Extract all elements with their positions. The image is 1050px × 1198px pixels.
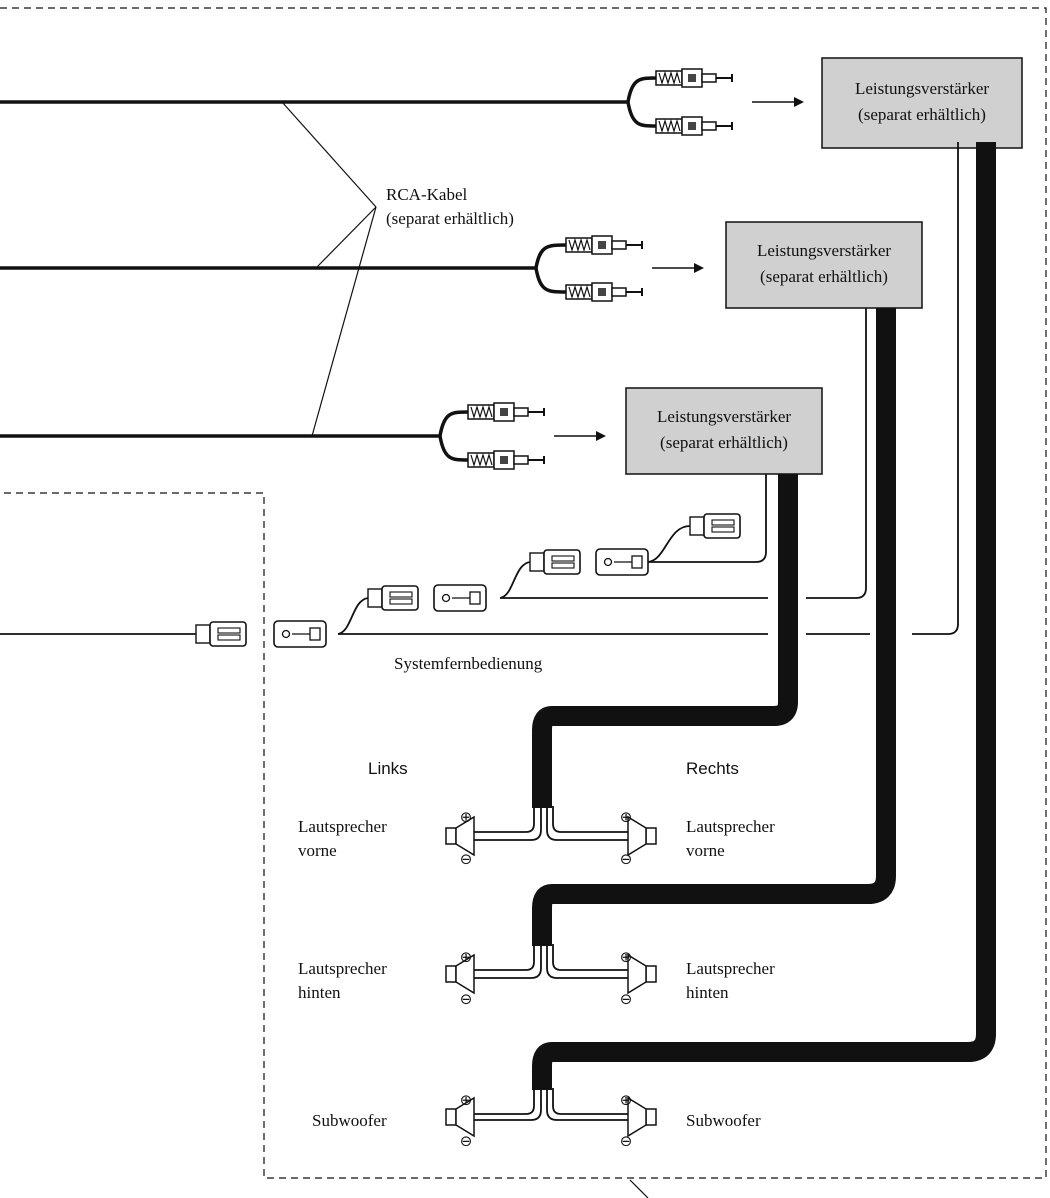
amplifier-sublabel: (separat erhältlich) [660, 433, 788, 452]
system-remote-label: Systemfernbedienung [394, 654, 543, 673]
amplifier-label: Leistungsverstärker [757, 241, 891, 260]
amplifier-sublabel: (separat erhältlich) [858, 105, 986, 124]
arrow-icon [553, 430, 607, 442]
plus-icon: ⊕ [620, 948, 633, 966]
plus-icon: ⊕ [620, 1091, 633, 1109]
left-side-label: Links [368, 759, 408, 778]
subwoofer-right-label: Subwoofer [686, 1111, 761, 1130]
right-side-label: Rechts [686, 759, 739, 778]
connector-icon [595, 548, 649, 576]
subwoofer-wires [456, 1088, 646, 1121]
rca-cables [0, 76, 657, 462]
dashed-frame [0, 7, 1047, 1179]
rear-speaker-wires [456, 944, 646, 979]
rear-left-speaker-sublabel: hinten [298, 983, 341, 1002]
plus-icon: ⊕ [460, 1091, 473, 1109]
subwoofer-left-label: Subwoofer [312, 1111, 387, 1130]
connector-icon [689, 513, 741, 539]
plus-icon: ⊕ [460, 808, 473, 826]
remote-wires [0, 142, 959, 635]
rca-plug [655, 68, 733, 88]
connector-icon [367, 585, 419, 611]
front-right-speaker-sublabel: vorne [686, 841, 725, 860]
connector-icon [195, 621, 247, 647]
amplifier-box: Leistungsverstärker (separat erhältlich) [725, 221, 923, 309]
terminal-symbols: ⊕ ⊖ ⊕ ⊖ ⊕ ⊖ ⊕ ⊖ ⊕ ⊖ ⊕ ⊖ [460, 808, 633, 1150]
front-left-speaker-sublabel: vorne [298, 841, 337, 860]
minus-icon: ⊖ [460, 1132, 473, 1150]
rear-right-speaker-sublabel: hinten [686, 983, 729, 1002]
connector-icon [529, 549, 581, 575]
amplifier-box: Leistungsverstärker (separat erhältlich) [821, 57, 1023, 149]
arrow-icon [751, 96, 805, 108]
rca-cable-label: RCA-Kabel [386, 185, 467, 204]
amplifier-label: Leistungsverstärker [657, 407, 791, 426]
rca-plug [655, 116, 733, 136]
rear-left-speaker-label: Lautsprecher [298, 959, 387, 978]
rca-plug [565, 282, 643, 302]
minus-icon: ⊖ [620, 850, 633, 868]
rca-plug [565, 235, 643, 255]
front-speaker-wires [456, 806, 646, 841]
connector-icon [273, 620, 327, 648]
plus-icon: ⊕ [460, 948, 473, 966]
leader-line [629, 1179, 649, 1198]
plus-icon: ⊕ [620, 808, 633, 826]
front-left-speaker-label: Lautsprecher [298, 817, 387, 836]
rca-plug [467, 402, 545, 422]
rear-right-speaker-label: Lautsprecher [686, 959, 775, 978]
arrow-icon [651, 262, 705, 274]
speaker-cables [532, 142, 996, 1090]
minus-icon: ⊖ [460, 850, 473, 868]
amplifier-box: Leistungsverstärker (separat erhältlich) [625, 387, 823, 475]
minus-icon: ⊖ [460, 990, 473, 1008]
minus-icon: ⊖ [620, 1132, 633, 1150]
rca-cable-sublabel: (separat erhältlich) [386, 209, 514, 228]
amplifier-sublabel: (separat erhältlich) [760, 267, 888, 286]
rca-pointer-lines [281, 101, 377, 437]
rca-plug [467, 450, 545, 470]
minus-icon: ⊖ [620, 990, 633, 1008]
connector-icon [433, 584, 487, 612]
front-right-speaker-label: Lautsprecher [686, 817, 775, 836]
amplifier-label: Leistungsverstärker [855, 79, 989, 98]
